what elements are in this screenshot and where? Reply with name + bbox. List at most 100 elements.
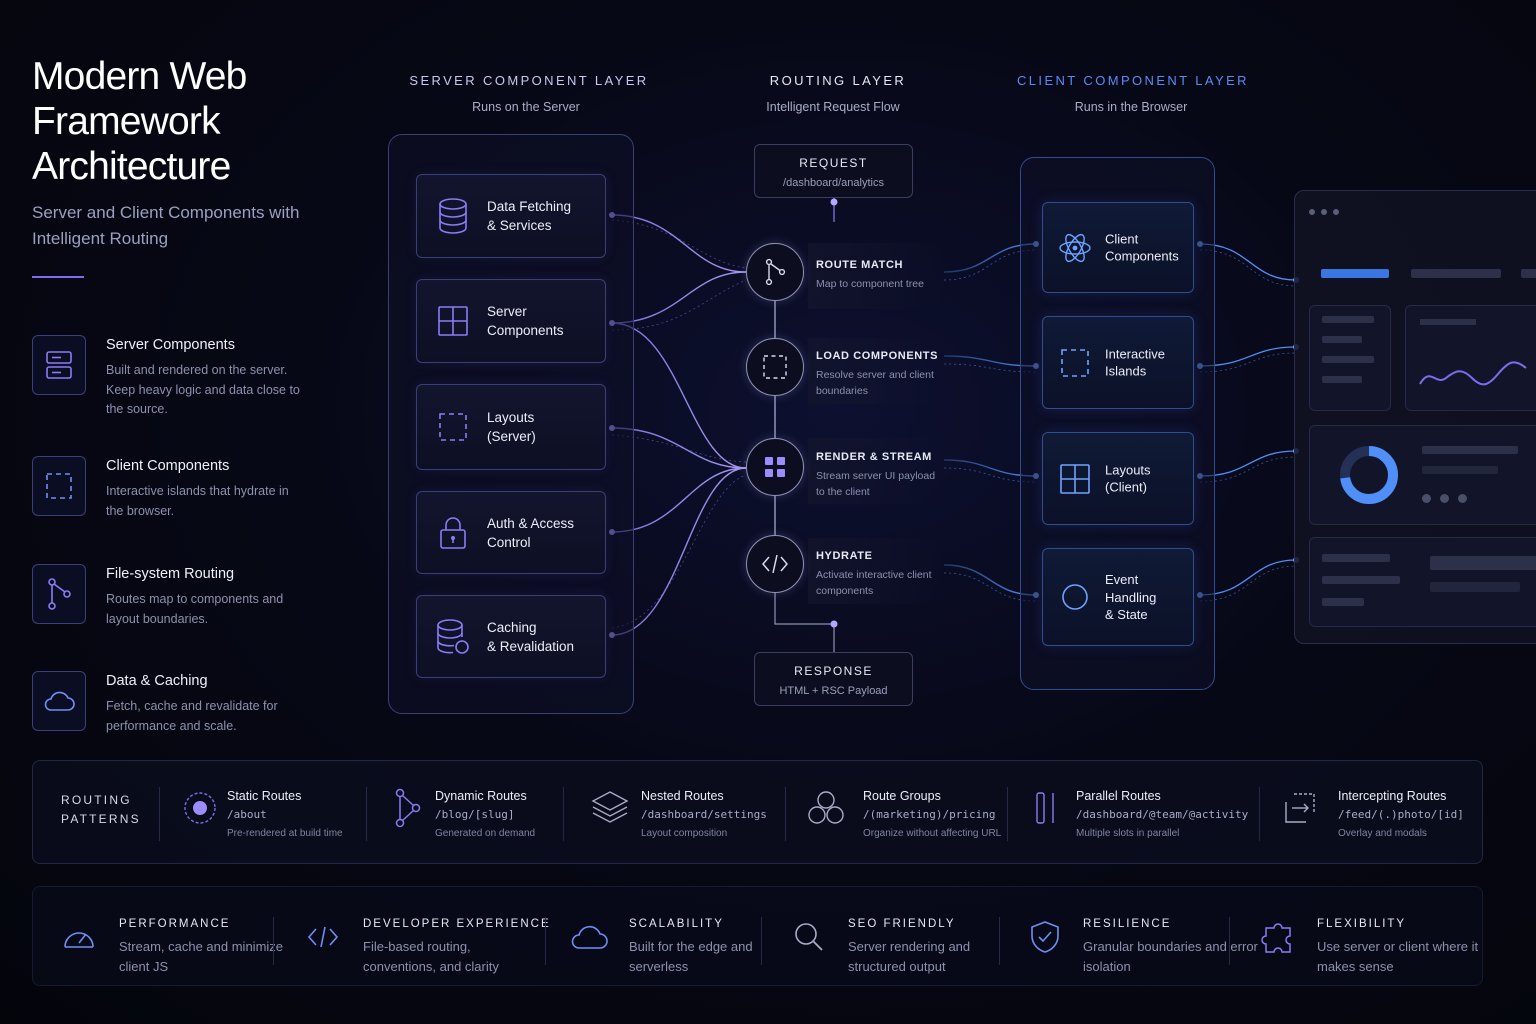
sparkline (1419, 319, 1527, 386)
line-chart-panel (1405, 305, 1536, 411)
text-placeholder (1322, 336, 1362, 343)
dot (1458, 494, 1467, 503)
pattern-path: /(marketing)/pricing (863, 808, 996, 821)
benefit-desc: Stream, cache and minimize client JS (119, 939, 284, 974)
feature-title: Data & Caching (106, 673, 208, 689)
response-box: RESPONSE HTML + RSC Payload (754, 652, 913, 706)
client-card-interactive-islands[interactable]: Interactive Islands (1042, 316, 1194, 409)
route-icon (387, 787, 429, 829)
server-card-layouts-server[interactable]: Layouts (Server) (416, 384, 606, 470)
feature-file-system-routing: File-system Routing Routes map to compon… (32, 564, 302, 644)
card-label: Layouts (Server) (487, 410, 536, 444)
pattern-intercepting-routes[interactable]: Intercepting Routes /feed/(.)photo/[id] … (1279, 761, 1479, 865)
divider (761, 917, 762, 965)
card-label: Interactive Islands (1105, 346, 1165, 379)
feature-title: File-system Routing (106, 566, 235, 582)
text-placeholder (1430, 582, 1520, 592)
benefit-flexibility: FLEXIBILITY Use server or client where i… (1259, 887, 1478, 987)
layout-grid-icon (435, 303, 471, 339)
pattern-nested-routes[interactable]: Nested Routes /dashboard/settings Layout… (589, 761, 789, 865)
list-panel (1309, 537, 1536, 627)
text-placeholder (1322, 598, 1364, 606)
benefits-bar: PERFORMANCE Stream, cache and minimize c… (32, 886, 1483, 986)
text-placeholder (1422, 466, 1498, 474)
client-card-event-handling[interactable]: Event Handling & State (1042, 548, 1194, 646)
donut-panel (1309, 425, 1536, 525)
card-label: Layouts (Client) (1105, 462, 1151, 495)
render-stream-node[interactable] (746, 438, 804, 496)
cloud-icon (32, 671, 86, 731)
pattern-path: /dashboard/@team/@activity (1076, 808, 1249, 821)
feature-client-components: Client Components Interactive islands th… (32, 456, 302, 536)
window-dot (1309, 209, 1315, 215)
divider (273, 917, 274, 965)
divider (545, 917, 546, 965)
database-icon (435, 198, 471, 234)
dot (1440, 494, 1449, 503)
browser-mockup (1294, 190, 1536, 644)
text-placeholder (1322, 576, 1400, 584)
feature-desc: Built and rendered on the server. Keep h… (106, 363, 300, 416)
routing-layer-sub: Intelligent Request Flow (766, 100, 900, 114)
server-card-server-components[interactable]: Server Components (416, 279, 606, 363)
shield-icon (1025, 917, 1065, 957)
step-title: ROUTE MATCH (816, 259, 904, 271)
server-card-auth-access[interactable]: Auth & Access Control (416, 491, 606, 574)
server-layer-heading: SERVER COMPONENT LAYER (409, 73, 649, 88)
hydrate-node[interactable] (746, 535, 804, 593)
route-match-node[interactable] (746, 243, 804, 301)
benefit-title: FLEXIBILITY (1317, 918, 1407, 930)
code-icon (303, 917, 343, 957)
card-label: Client Components (1105, 231, 1179, 264)
benefit-scalability: SCALABILITY Built for the edge and serve… (569, 887, 769, 987)
intercept-icon (1279, 787, 1321, 829)
routing-patterns-label: ROUTING PATTERNS (61, 793, 141, 826)
step-bg (808, 538, 944, 604)
pattern-route-groups[interactable]: Route Groups /(marketing)/pricing Organi… (805, 761, 1015, 865)
divider (366, 787, 367, 841)
benefit-desc: Granular boundaries and error isolation (1083, 939, 1258, 974)
step-desc: Activate interactive client components (816, 569, 932, 597)
text-placeholder (1422, 446, 1518, 454)
window-dot (1321, 209, 1327, 215)
nav-bar (1521, 269, 1536, 278)
pattern-title: Intercepting Routes (1338, 789, 1447, 803)
client-card-client-components[interactable]: Client Components (1042, 202, 1194, 293)
request-path: /dashboard/analytics (783, 177, 884, 189)
page-subtitle: Server and Client Components with Intell… (32, 203, 300, 248)
benefit-title: RESILIENCE (1083, 918, 1172, 930)
search-icon (789, 917, 829, 957)
circle-icon (1057, 579, 1093, 615)
pattern-dynamic-routes[interactable]: Dynamic Routes /blog/[slug] Generated on… (387, 761, 577, 865)
card-label: Caching & Revalidation (487, 619, 575, 654)
divider (999, 917, 1000, 965)
divider (1259, 787, 1260, 841)
step-desc: Stream server UI payload to the client (816, 470, 936, 498)
load-components-node[interactable] (746, 338, 804, 396)
group-icon (805, 787, 847, 829)
pattern-parallel-routes[interactable]: Parallel Routes /dashboard/@team/@activi… (1027, 761, 1249, 865)
pattern-desc: Multiple slots in parallel (1076, 828, 1180, 839)
route-icon (32, 564, 86, 624)
divider (159, 787, 160, 841)
client-layer-heading: CLIENT COMPONENT LAYER (1017, 73, 1249, 88)
accent-divider (32, 276, 84, 278)
mini-panel (1309, 305, 1391, 411)
feature-title: Server Components (106, 337, 235, 353)
benefit-title: SEO FRIENDLY (848, 918, 956, 930)
request-title: REQUEST (799, 156, 868, 170)
pattern-static-routes[interactable]: Static Routes /about Pre-rendered at bui… (179, 761, 369, 865)
server-card-data-fetching[interactable]: Data Fetching & Services (416, 174, 606, 258)
benefit-desc: File-based routing, conventions, and cla… (363, 939, 499, 974)
server-card-caching[interactable]: Caching & Revalidation (416, 595, 606, 678)
request-box: REQUEST /dashboard/analytics (754, 144, 913, 198)
feature-server-components: Server Components Built and rendered on … (32, 335, 302, 416)
window-dot (1333, 209, 1339, 215)
client-card-layouts-client[interactable]: Layouts (Client) (1042, 432, 1194, 525)
pattern-title: Parallel Routes (1076, 789, 1161, 803)
donut-chart (1340, 446, 1398, 504)
feature-desc: Interactive islands that hydrate in the … (106, 484, 289, 518)
nav-bar (1411, 269, 1501, 278)
pattern-title: Dynamic Routes (435, 789, 527, 803)
